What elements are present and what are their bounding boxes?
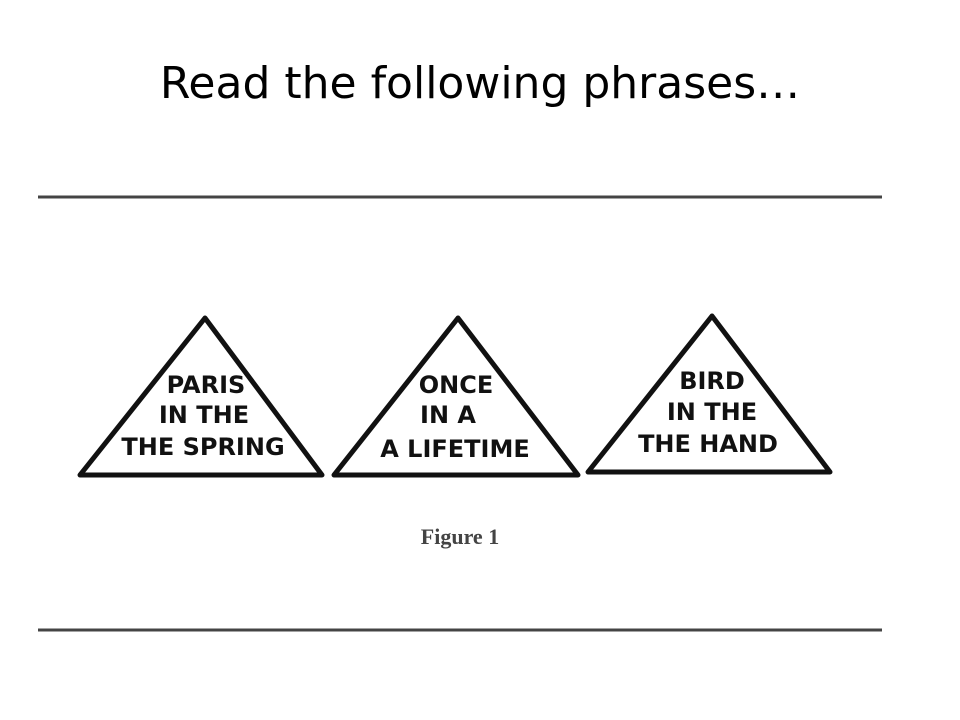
slide-title: Read the following phrases… — [159, 58, 801, 109]
triangle-line: PARIS — [167, 371, 246, 399]
triangle-line: THE HAND — [638, 430, 778, 458]
triangle-line: A LIFETIME — [380, 435, 530, 463]
triangle-line: IN A — [420, 401, 476, 429]
triangle-line: IN THE — [667, 398, 757, 426]
triangle-line: BIRD — [679, 367, 745, 395]
triangle-paris: PARIS IN THE THE SPRING — [77, 315, 325, 478]
triangle-line: ONCE — [419, 371, 494, 399]
triangle-shape — [331, 315, 581, 478]
triangle-line: IN THE — [159, 401, 249, 429]
triangle-shape — [77, 315, 325, 478]
figure-caption: Figure 1 — [421, 524, 499, 549]
triangle-line: THE SPRING — [121, 433, 284, 461]
triangle-bird: BIRD IN THE THE HAND — [585, 313, 833, 475]
triangle-once: ONCE IN A A LIFETIME — [331, 315, 581, 478]
triangle-shape — [585, 313, 833, 475]
